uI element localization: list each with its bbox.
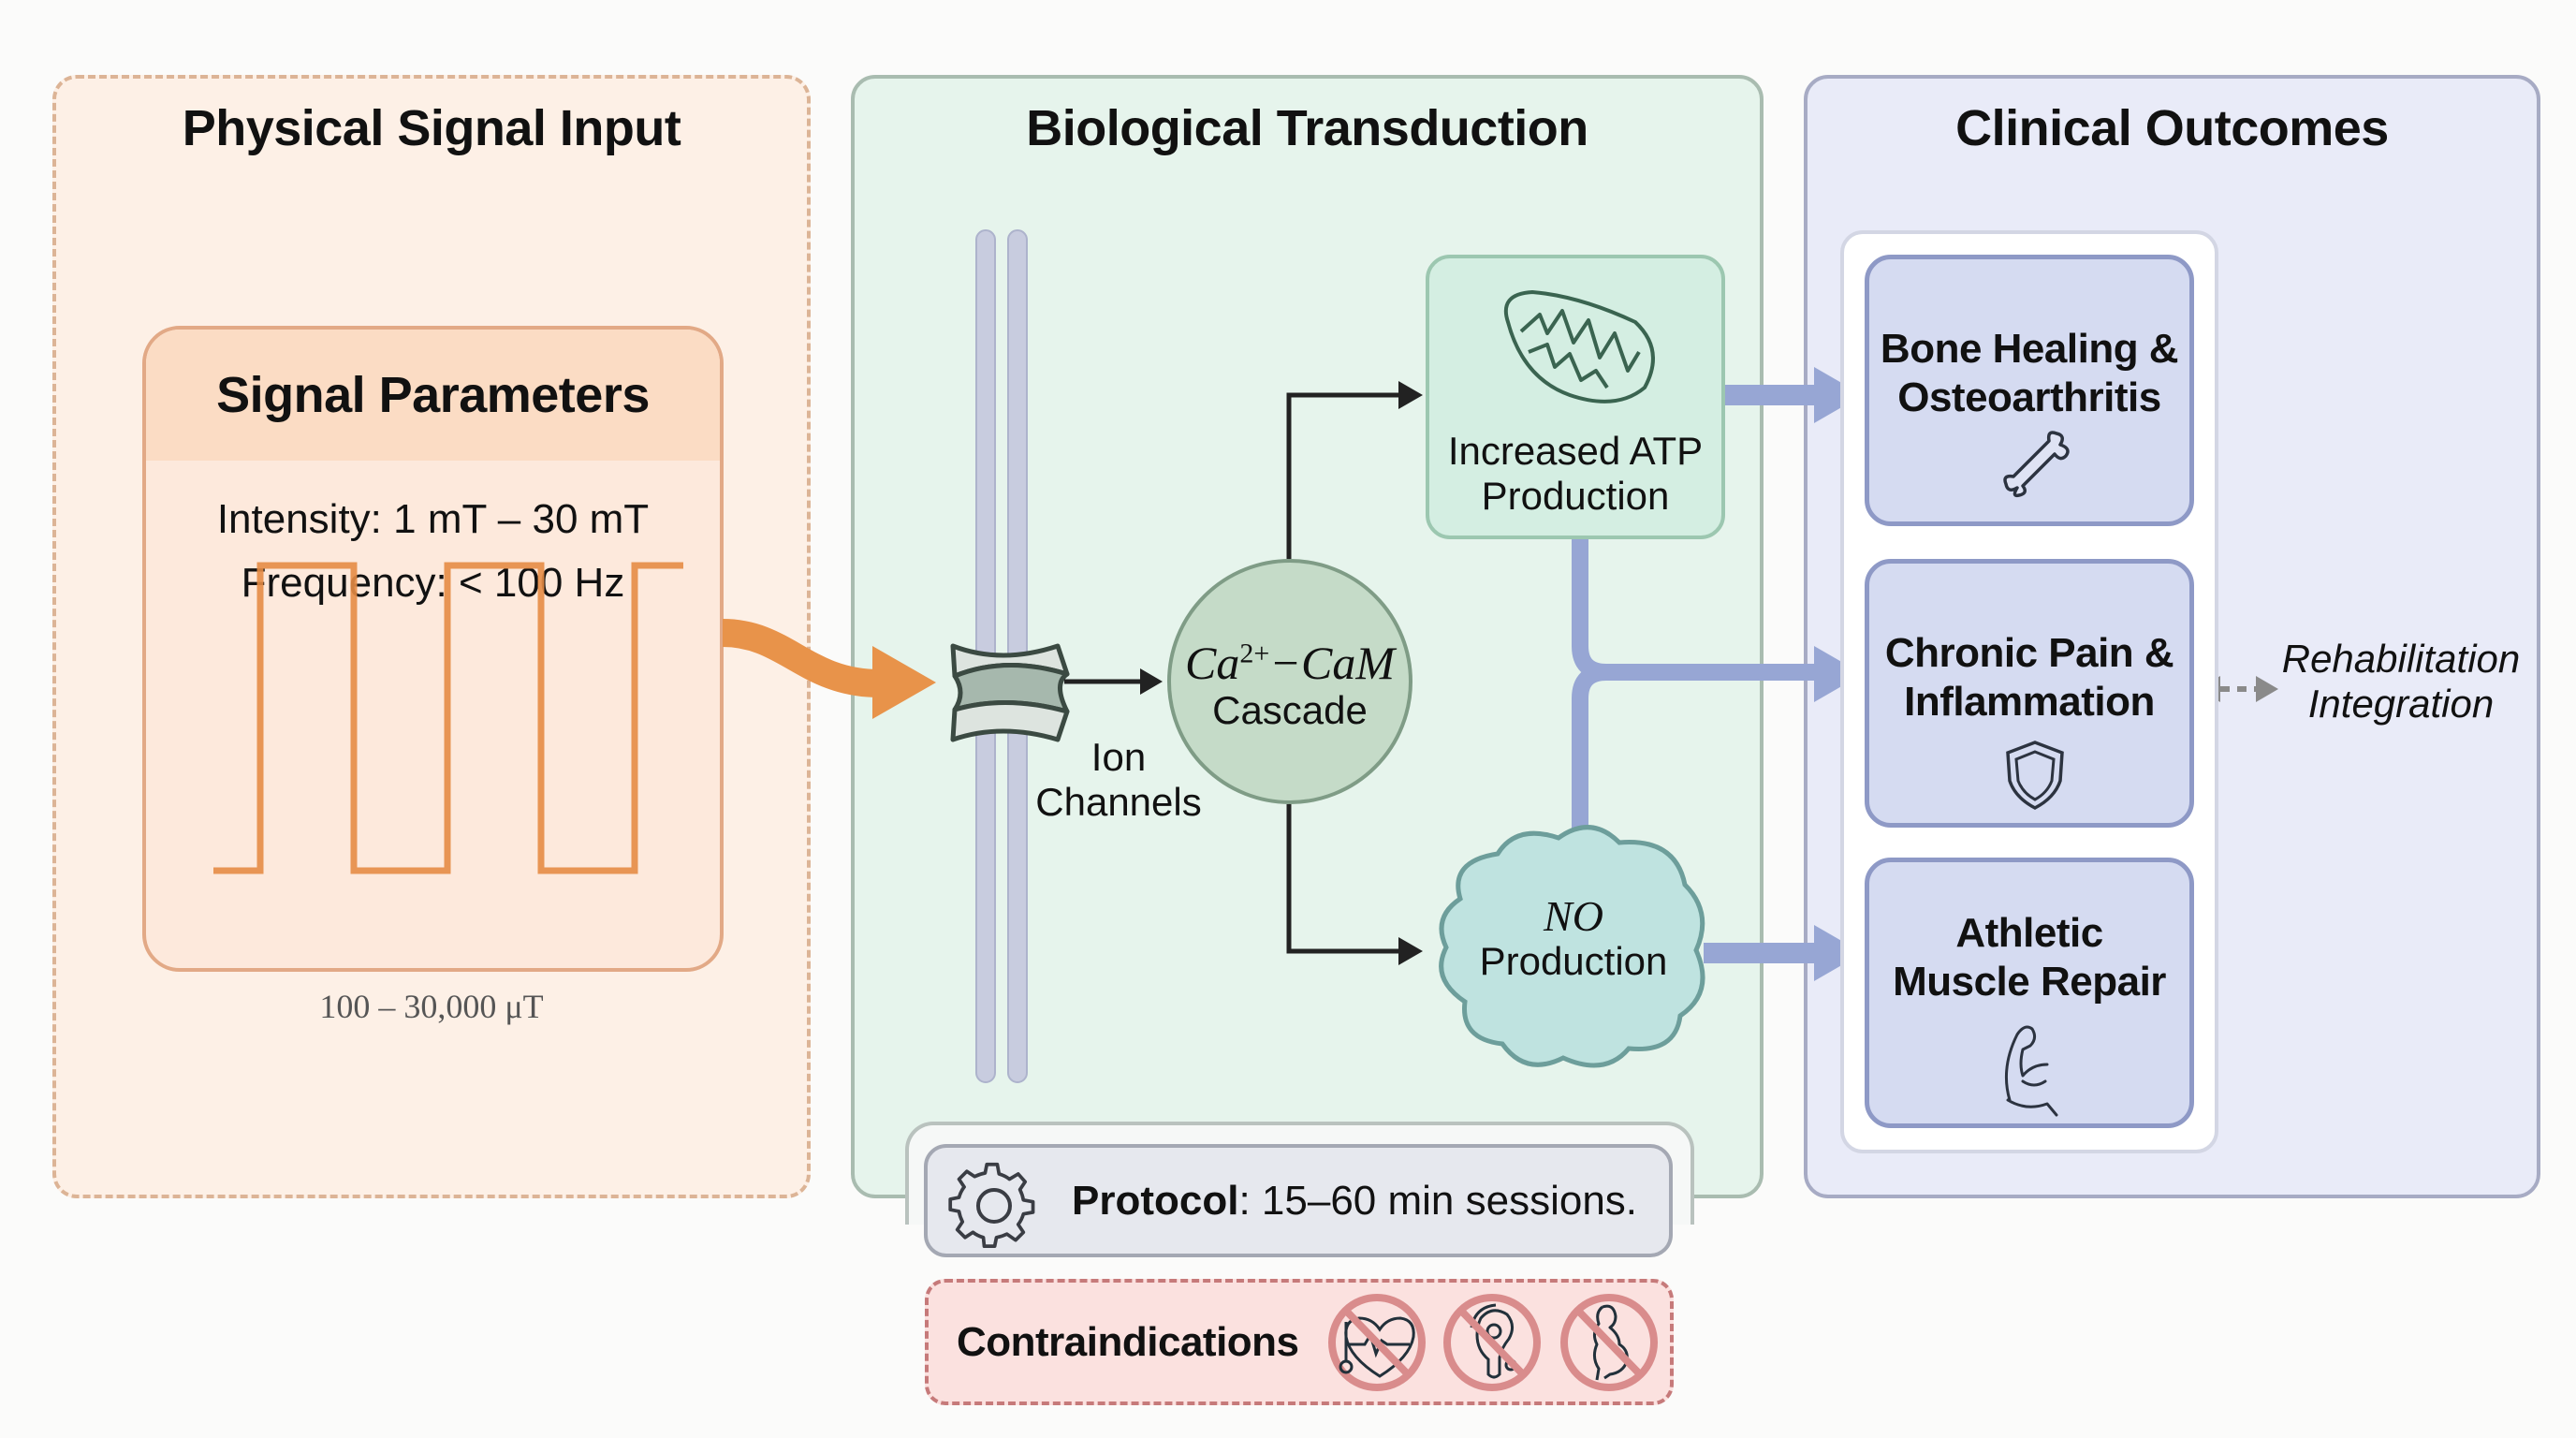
ca-cam-formula: Ca2+−CaM [1171, 636, 1409, 690]
ca-formula-base: Ca [1184, 637, 1240, 689]
signal-parameters-box: Signal Parameters Intensity: 1 mT – 30 m… [142, 326, 724, 972]
panel-title-outcomes: Clinical Outcomes [1955, 100, 2389, 156]
panel-title-transduction: Biological Transduction [1026, 100, 1588, 156]
no-production-text: Production [1479, 939, 1668, 984]
ion-label-line1: Ion [1090, 735, 1147, 779]
atp-label-line1: Increased ATP [1447, 429, 1704, 473]
ion-to-ca-arrowhead [1140, 668, 1163, 695]
outcome-title-line2: Inflammation [1904, 678, 2155, 725]
outcome-title-line1: Bone Healing & [1880, 326, 2179, 372]
outcome-title: Chronic Pain & Inflammation [1869, 629, 2189, 726]
ion-channel-icon [950, 643, 1070, 742]
protocol-value: : 15–60 min sessions. [1238, 1177, 1638, 1224]
no-formula: NO [1544, 892, 1603, 940]
no-pacemaker-icon [1328, 1294, 1426, 1391]
gear-icon [948, 1162, 1035, 1249]
rehab-line1: Rehabilitation [2281, 637, 2521, 681]
ion-label-line2: Channels [1035, 780, 1202, 825]
intensity-range-label: 100 – 30,000 μT [319, 988, 544, 1025]
atp-label: Increased ATP Production [1429, 429, 1721, 520]
outcome-title-line2: Osteoarthritis [1897, 374, 2161, 420]
ca-cam-cascade-node: Ca2+−CaM Cascade [1167, 559, 1412, 804]
ca-to-atp-arrowhead [1398, 381, 1423, 409]
rehab-arrowhead-right [2256, 676, 2278, 702]
no-cochlear-implant-icon [1443, 1294, 1541, 1391]
no-production-label: NO Production [1433, 892, 1714, 985]
intensity-text: Intensity: 1 mT – 30 mT [216, 496, 650, 542]
flexed-arm-icon [2004, 1025, 2058, 1117]
shield-icon [2006, 741, 2064, 810]
ca-cascade-label: Cascade [1212, 688, 1368, 732]
outcome-card-bone-healing: Bone Healing & Osteoarthritis [1865, 255, 2194, 526]
contraindication-icons [1328, 1294, 1658, 1391]
ca-formula-superscript: 2+ [1239, 638, 1270, 669]
merge-to-pain-arrow [1572, 539, 1825, 852]
no-to-muscle-arrowhead [1814, 925, 1863, 981]
outcome-title-line1: Athletic [1955, 910, 2103, 956]
outcome-card-chronic-pain: Chronic Pain & Inflammation [1865, 559, 2194, 828]
ca-to-no-arrowhead [1398, 937, 1423, 965]
square-wave-icon [213, 562, 683, 874]
atp-label-line2: Production [1481, 474, 1670, 519]
ca-to-atp-arrow [1286, 392, 1404, 559]
ion-channels-label: Ion Channels [1020, 735, 1217, 826]
protocol-label: Protocol [1072, 1177, 1239, 1224]
panel-title-input: Physical Signal Input [182, 100, 681, 156]
outcome-title: Bone Healing & Osteoarthritis [1869, 325, 2189, 422]
signal-input-arrow [722, 619, 881, 697]
signal-parameters-title: Signal Parameters [146, 330, 720, 461]
protocol-box: Protocol: 15–60 min sessions. [924, 1144, 1673, 1257]
atp-production-node: Increased ATP Production [1426, 255, 1725, 539]
contraindications-title: Contraindications [957, 1318, 1299, 1365]
signal-input-arrowhead [872, 646, 936, 719]
outcome-title: Athletic Muscle Repair [1869, 909, 2189, 1006]
ca-to-no-arrow [1286, 804, 1404, 954]
bone-icon [2003, 431, 2070, 498]
ca-formula-rest: −CaM [1269, 637, 1396, 689]
no-pregnancy-icon [1560, 1294, 1658, 1391]
contraindications-box: Contraindications [925, 1279, 1674, 1405]
protocol-text: Protocol: 15–60 min sessions. [1072, 1148, 1637, 1254]
mitochondria-icon [1503, 289, 1655, 404]
no-production-cloud [1439, 825, 1705, 1068]
rehabilitation-integration-label: Rehabilitation Integration [2275, 637, 2527, 727]
rehab-line2: Integration [2307, 682, 2495, 726]
outcome-title-line2: Muscle Repair [1893, 958, 2166, 1005]
outcome-card-athletic-muscle: Athletic Muscle Repair [1865, 858, 2194, 1128]
outcome-title-line1: Chronic Pain & [1884, 630, 2174, 676]
merge-to-pain-arrowhead [1814, 646, 1863, 702]
atp-to-bone-arrowhead [1814, 367, 1863, 423]
